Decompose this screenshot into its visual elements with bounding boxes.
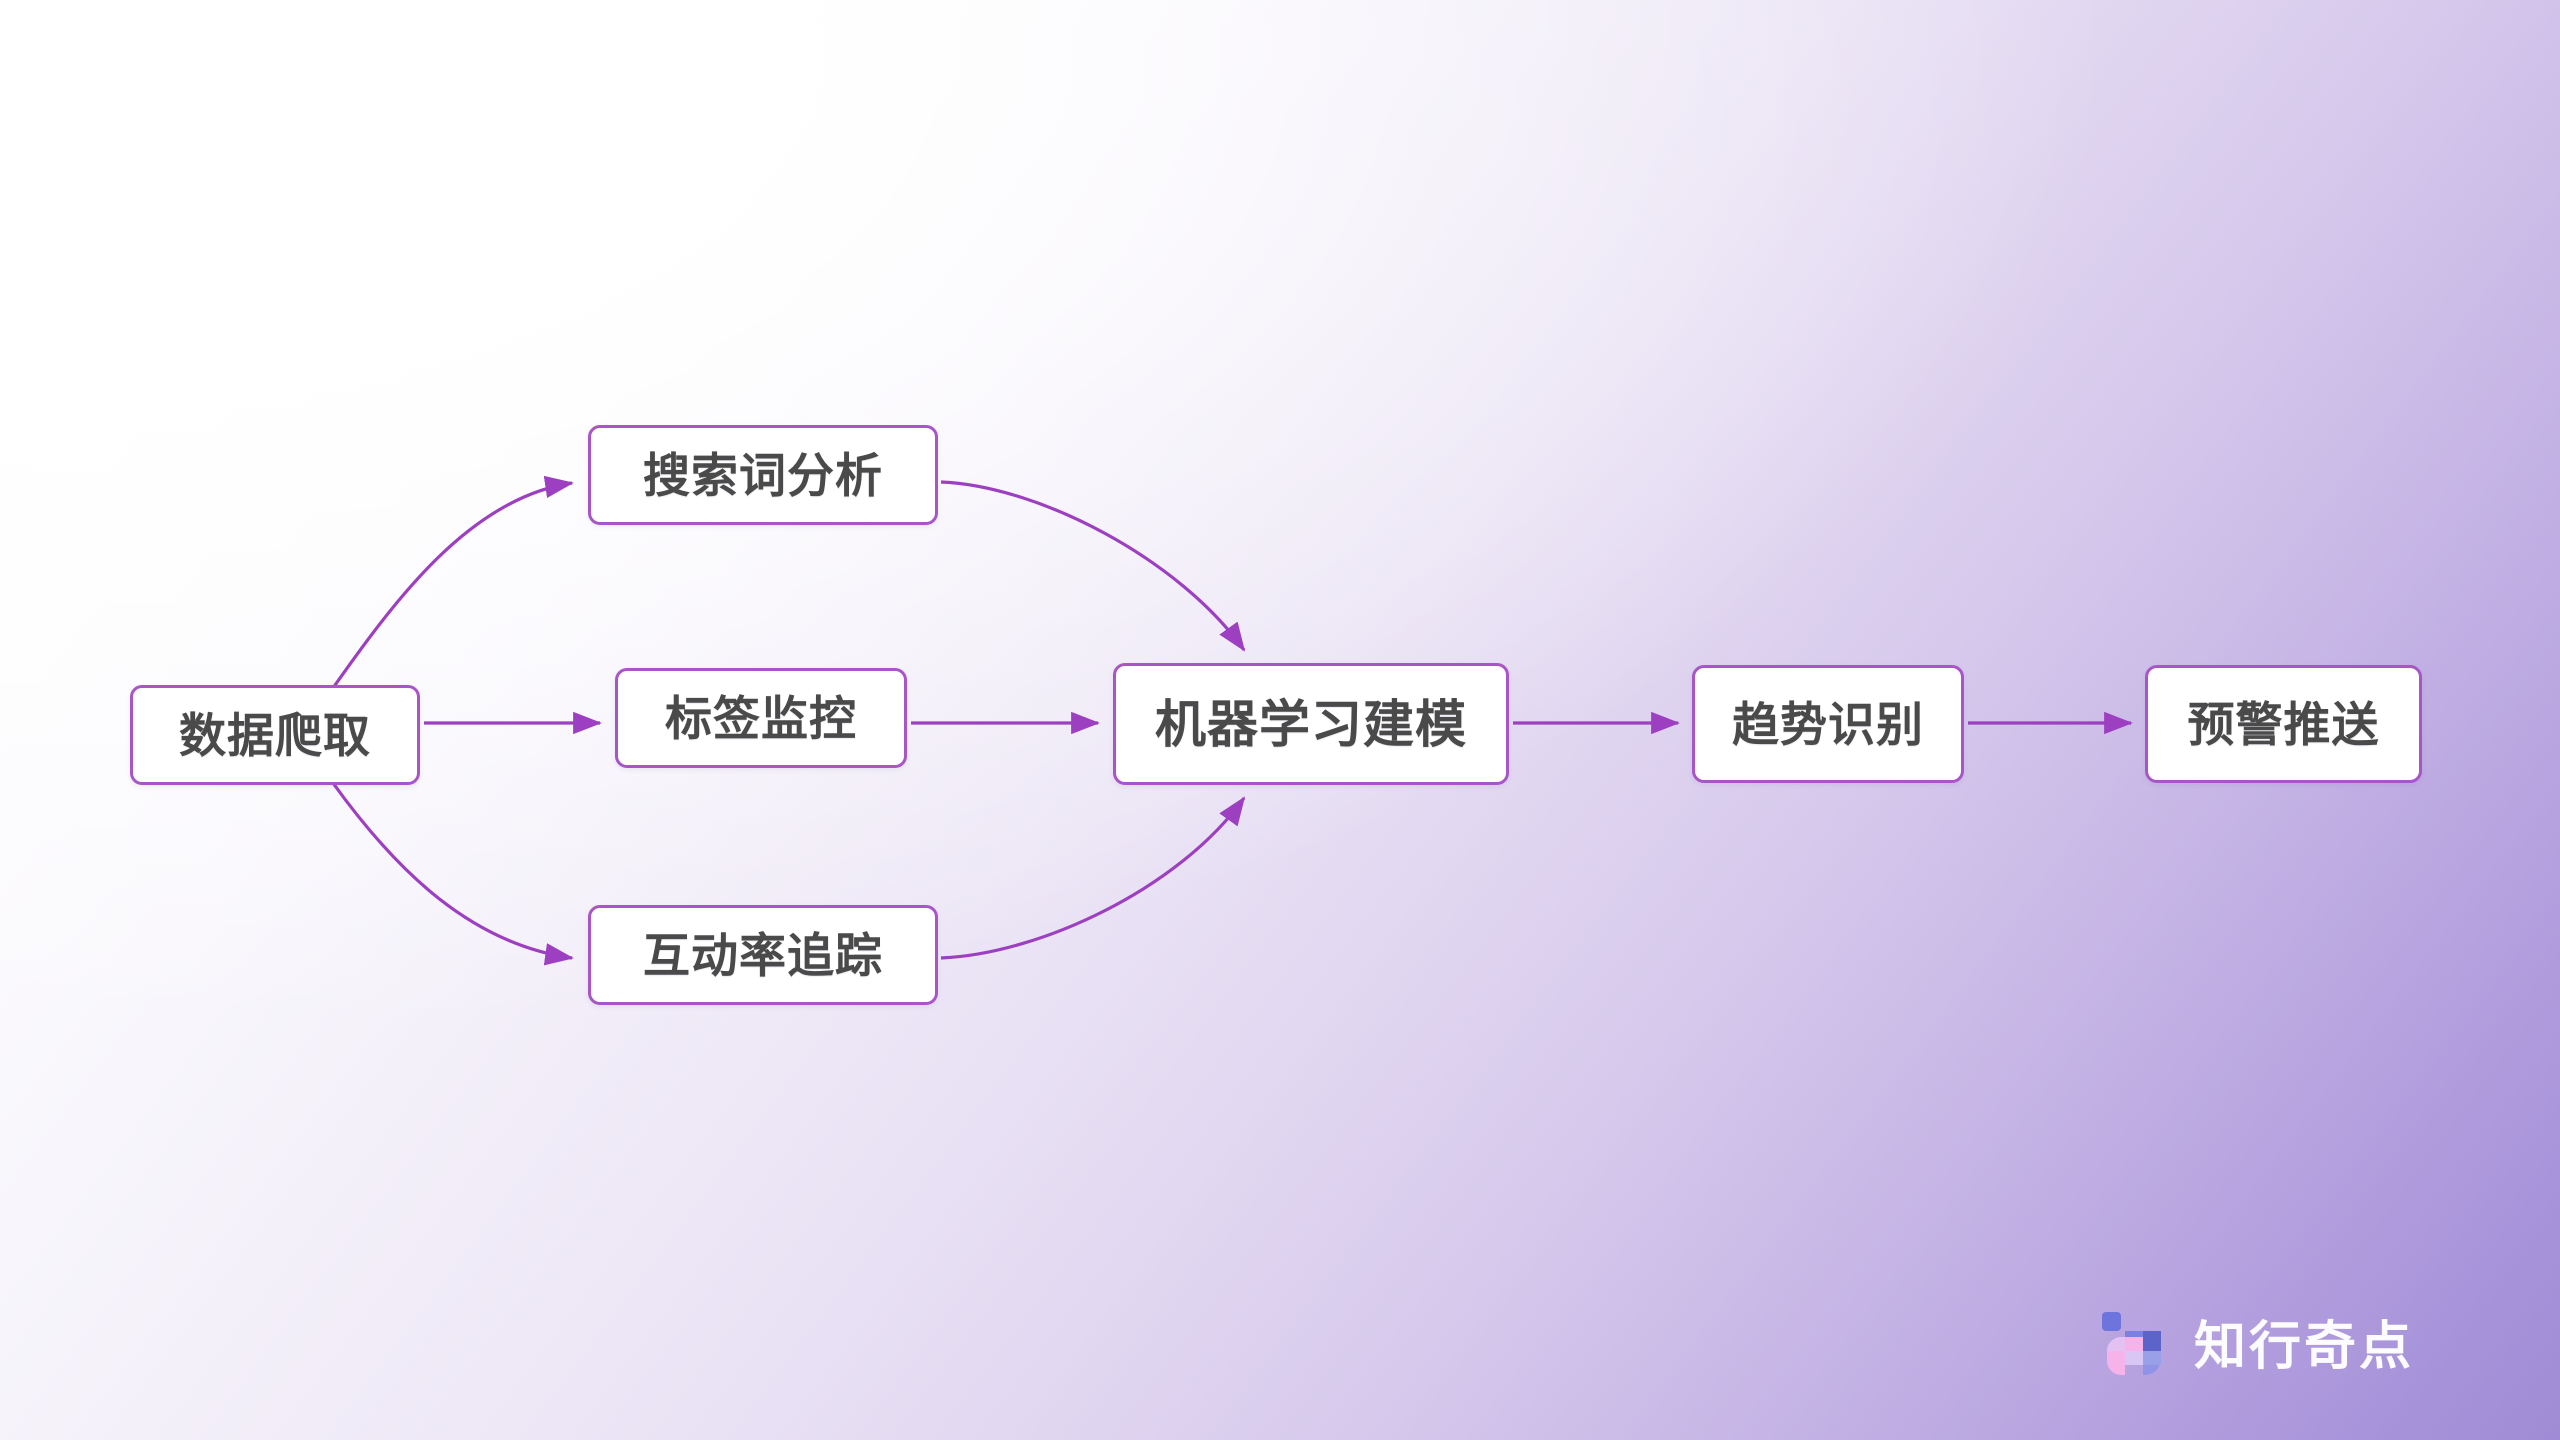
node-trend-identification[interactable]: 趋势识别	[1692, 665, 1964, 783]
pixel-grid-logo-icon	[2098, 1310, 2172, 1384]
node-label: 互动率追踪	[643, 928, 883, 982]
edge-crawl-to-search	[331, 475, 574, 689]
node-engagement-rate-tracking[interactable]: 互动率追踪	[588, 905, 938, 1005]
edge-search-to-ml	[940, 480, 1246, 652]
node-label: 标签监控	[665, 691, 857, 745]
node-search-term-analysis[interactable]: 搜索词分析	[588, 425, 938, 525]
node-label: 预警推送	[2187, 697, 2380, 751]
edge-crawl-to-engage	[331, 782, 574, 966]
node-machine-learning-modeling[interactable]: 机器学习建模	[1113, 663, 1509, 785]
watermark-text: 知行奇点	[2194, 1318, 2415, 1376]
edge-engage-to-ml	[940, 796, 1246, 960]
node-label: 数据爬取	[179, 708, 371, 762]
node-label: 机器学习建模	[1154, 695, 1467, 753]
node-data-crawl[interactable]: 数据爬取	[130, 685, 420, 785]
node-label: 趋势识别	[1732, 697, 1924, 751]
watermark: 知行奇点	[2098, 1310, 2414, 1384]
node-label: 搜索词分析	[643, 448, 883, 502]
node-alert-push[interactable]: 预警推送	[2145, 665, 2422, 783]
node-tag-monitoring[interactable]: 标签监控	[615, 668, 907, 768]
